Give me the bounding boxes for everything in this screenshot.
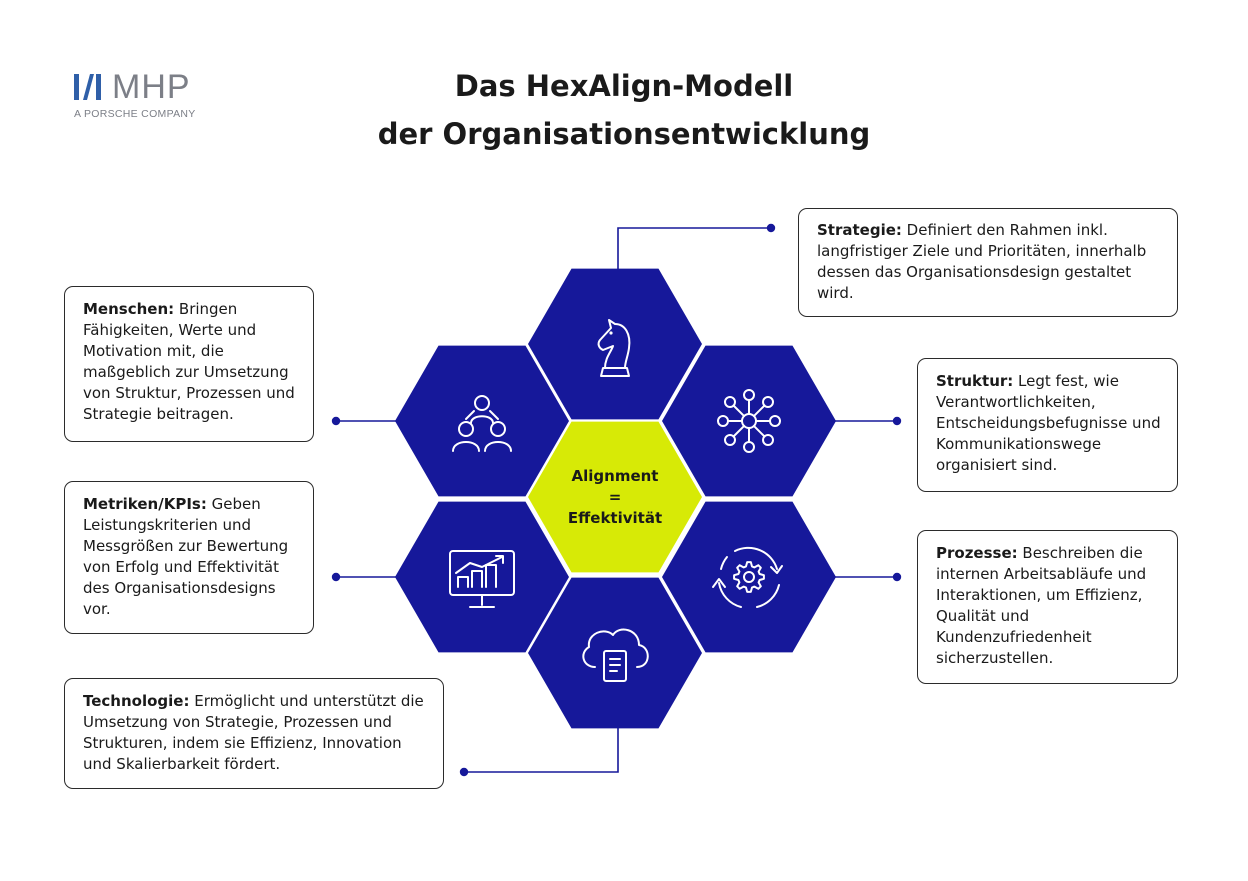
- center-label: Alignment = Effektivität: [540, 466, 690, 529]
- network-hub-icon: [717, 389, 781, 453]
- box-strategie-label: Strategie:: [817, 221, 902, 239]
- logo-name: MHP: [112, 68, 191, 106]
- hexagon-prozesse: [662, 501, 836, 653]
- box-technologie-text: Ermöglicht und unterstützt die Umsetzung…: [83, 692, 424, 773]
- connector-struktur-dot: [892, 416, 902, 426]
- hexagon-strategie: [528, 268, 702, 420]
- box-metriken-text: Geben Leistungskriterien und Messgrößen …: [83, 495, 289, 618]
- box-struktur-text: Legt fest, wie Verantwortlichkeiten, Ent…: [936, 372, 1161, 474]
- box-strategie: Strategie: Definiert den Rahmen inkl. la…: [798, 208, 1178, 317]
- box-struktur-label: Struktur:: [936, 372, 1014, 390]
- connector-strategie: [617, 227, 771, 270]
- connector-strategie-dot: [766, 223, 776, 233]
- hexagon-menschen: [395, 345, 569, 497]
- connector-lines: [331, 223, 902, 777]
- box-prozesse-text: Beschreiben die internen Arbeitsabläufe …: [936, 544, 1147, 667]
- title-line-2: der Organisationsentwicklung: [377, 117, 871, 151]
- chess-knight-icon: [597, 319, 631, 377]
- hexagon-technologie: [528, 577, 702, 729]
- monitor-chart-icon: [449, 550, 515, 608]
- mhp-logo-mark-icon: [74, 74, 101, 100]
- hexagon-struktur: [662, 345, 836, 497]
- box-menschen-label: Menschen:: [83, 300, 175, 318]
- gear-cycle-icon: [712, 546, 783, 608]
- connector-technologie: [464, 728, 619, 773]
- hexagon-icons: [449, 319, 783, 682]
- connector-menschen-dot: [331, 416, 341, 426]
- hexagon-cluster: [395, 268, 836, 729]
- box-prozesse-label: Prozesse:: [936, 544, 1018, 562]
- connector-metriken-dot: [331, 572, 341, 582]
- box-menschen-text: Bringen Fähigkeiten, Werte und Motivatio…: [83, 300, 295, 423]
- center-line-3: Effektivität: [567, 509, 663, 527]
- box-technologie-label: Technologie:: [83, 692, 190, 710]
- hexagon-center: [528, 421, 702, 573]
- connector-prozesse-dot: [892, 572, 902, 582]
- box-struktur: Struktur: Legt fest, wie Verantwortlichk…: [917, 358, 1178, 492]
- center-line-2: =: [608, 488, 622, 506]
- box-metriken-label: Metriken/KPIs:: [83, 495, 207, 513]
- cloud-document-icon: [582, 628, 649, 682]
- box-menschen: Menschen: Bringen Fähigkeiten, Werte und…: [64, 286, 314, 442]
- box-strategie-text: Definiert den Rahmen inkl. langfristiger…: [817, 221, 1147, 302]
- center-line-1: Alignment: [571, 467, 659, 485]
- people-group-icon: [452, 395, 512, 452]
- box-prozesse: Prozesse: Beschreiben die internen Arbei…: [917, 530, 1178, 684]
- connector-technologie-dot: [459, 767, 469, 777]
- box-metriken: Metriken/KPIs: Geben Leistungskriterien …: [64, 481, 314, 634]
- mhp-logo: MHP A PORSCHE COMPANY: [74, 70, 196, 120]
- box-technologie: Technologie: Ermöglicht und unterstützt …: [64, 678, 444, 789]
- page-title: Das HexAlign-Modell der Organisationsent…: [0, 62, 1248, 158]
- logo-subtitle: A PORSCHE COMPANY: [74, 108, 196, 120]
- title-line-1: Das HexAlign-Modell: [454, 69, 794, 103]
